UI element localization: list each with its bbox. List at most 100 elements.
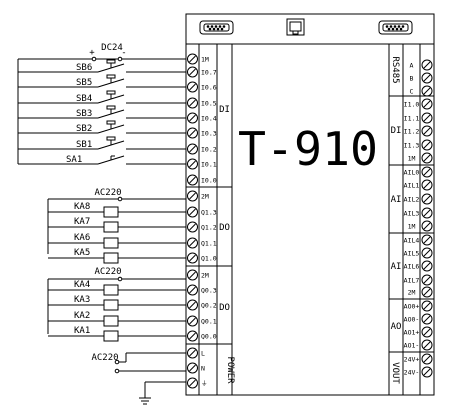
right-terminal xyxy=(421,85,433,97)
left-terminal xyxy=(187,315,198,327)
left-terminal xyxy=(187,66,198,78)
left-terminal xyxy=(187,237,198,249)
right-terminal-label: C xyxy=(410,88,414,96)
right-terminal xyxy=(421,286,433,298)
relay-coil xyxy=(48,284,186,296)
right-terminal xyxy=(421,112,433,124)
right-terminal-label: I1.3 xyxy=(404,142,420,150)
db9-connector-left-icon xyxy=(199,20,234,35)
left-terminal-label: I0.0 xyxy=(201,177,217,185)
right-terminal-label: B xyxy=(410,75,414,83)
relay-label: KA1 xyxy=(74,326,90,336)
switch-label: SB6 xyxy=(76,63,92,73)
relay-coil xyxy=(48,330,186,342)
left-terminal xyxy=(187,174,198,186)
left-terminal-label: I0.4 xyxy=(201,115,217,123)
right-terminal xyxy=(421,326,433,338)
relay-label: KA3 xyxy=(74,295,90,305)
right-terminal-label: AO0+ xyxy=(404,303,420,311)
right-terminal xyxy=(421,193,433,205)
section-label-di-right: DI xyxy=(391,126,402,136)
left-terminal xyxy=(187,143,198,155)
push-button xyxy=(18,90,186,104)
dc-plus-label: + xyxy=(89,48,95,58)
relay-label: KA8 xyxy=(74,202,90,212)
relay-coil xyxy=(48,237,186,249)
right-terminal xyxy=(421,234,433,246)
right-terminal xyxy=(421,152,433,164)
section-label-vout: VOUT xyxy=(390,362,400,384)
section-label-rs485: RS485 xyxy=(390,56,400,83)
relay-label: KA2 xyxy=(74,311,90,321)
ground-icon xyxy=(139,397,151,405)
left-terminal-label: I0.2 xyxy=(201,146,217,154)
left-terminal-label: ⏚ xyxy=(201,380,208,388)
right-terminal xyxy=(421,179,433,191)
push-button xyxy=(18,59,186,73)
right-terminal xyxy=(421,366,433,378)
relay-label: KA4 xyxy=(74,280,90,290)
right-terminal xyxy=(421,339,433,351)
switch-label: SB2 xyxy=(76,124,92,134)
right-terminal xyxy=(421,125,433,137)
dc-supply-wiring xyxy=(17,56,186,150)
device-body xyxy=(185,13,435,396)
push-button xyxy=(18,105,186,119)
left-terminal-label: I0.3 xyxy=(201,130,217,138)
switch-label: SA1 xyxy=(66,155,82,165)
section-label-ai1: AI xyxy=(391,195,402,205)
right-terminal xyxy=(421,274,433,286)
right-terminal-label: I1.0 xyxy=(404,101,420,109)
left-terminal-label: Q1.3 xyxy=(201,209,217,217)
left-terminal-label: Q1.2 xyxy=(201,224,217,232)
left-terminal xyxy=(187,112,198,124)
left-terminal-label: N xyxy=(201,365,205,373)
right-terminal-label: 24V+ xyxy=(404,356,420,364)
switch-label: SB3 xyxy=(76,109,92,119)
left-terminal-label: Q0.2 xyxy=(201,302,217,310)
left-terminal xyxy=(187,377,198,389)
right-terminal-label: 24V- xyxy=(404,369,420,377)
ac220-label-2: AC220 xyxy=(94,267,121,277)
relay-coil xyxy=(48,206,186,218)
left-terminal-label: I0.1 xyxy=(201,161,217,169)
right-terminal xyxy=(421,166,433,178)
right-terminal-label: AIL3 xyxy=(404,210,420,218)
relay-coil xyxy=(48,299,186,311)
ac220-label-3: AC220 xyxy=(91,353,118,363)
right-terminal-label: AIL4 xyxy=(404,237,420,245)
right-terminal xyxy=(421,98,433,110)
left-terminal xyxy=(187,221,198,233)
ac-feed-1-wiring xyxy=(47,196,186,334)
left-terminal-label: L xyxy=(201,350,205,358)
left-terminal-label: Q1.1 xyxy=(201,240,217,248)
left-terminal xyxy=(187,81,198,93)
relay-label: KA6 xyxy=(74,233,90,243)
switch-label: SB4 xyxy=(76,94,92,104)
left-terminal-label: I0.5 xyxy=(201,100,217,108)
switch-label: SB5 xyxy=(76,78,92,88)
selector-switch xyxy=(18,155,186,165)
relay-coil xyxy=(48,315,186,327)
right-terminal-label: 2M xyxy=(408,289,416,297)
right-terminal xyxy=(421,313,433,325)
right-terminal-label: AIL6 xyxy=(404,263,420,271)
left-terminal xyxy=(187,97,198,109)
right-terminal-label: AO0- xyxy=(404,316,420,324)
rj45-port-icon xyxy=(286,18,305,36)
device-title: T-910 xyxy=(238,122,378,176)
switch-label: SB1 xyxy=(76,140,92,150)
right-terminal-label: 1M xyxy=(408,223,416,231)
left-terminal-label: Q0.3 xyxy=(201,287,217,295)
push-button xyxy=(18,120,186,134)
dc24-label: DC24 xyxy=(101,43,123,53)
left-terminal xyxy=(187,269,198,281)
right-terminal-label: AO1- xyxy=(404,342,420,350)
right-terminal xyxy=(421,300,433,312)
left-terminal xyxy=(187,330,198,342)
right-terminal-label: 1M xyxy=(408,155,416,163)
right-terminal-label: AO1+ xyxy=(404,329,420,337)
left-terminal-label: Q0.0 xyxy=(201,333,217,341)
section-label-power: POWER xyxy=(225,356,235,384)
right-terminal-label: AIL5 xyxy=(404,250,420,258)
